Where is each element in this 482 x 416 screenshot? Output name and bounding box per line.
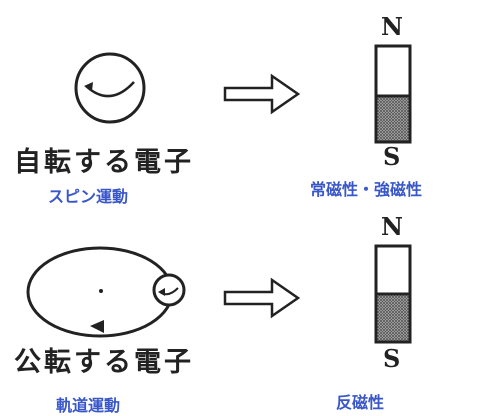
diamagnetism-label: 反磁性 <box>336 393 385 412</box>
spin-motion-label: スピン運動 <box>48 187 129 206</box>
orbital-motion-label: 軌道運動 <box>56 396 121 415</box>
orbiting-electron-icon <box>26 246 186 338</box>
bar-magnet-icon <box>374 244 412 344</box>
right-arrow-icon <box>223 277 301 319</box>
magnet-south-label: S <box>383 344 401 373</box>
spinning-electron-icon <box>74 52 146 124</box>
magnet-south-label: S <box>383 142 401 171</box>
right-arrow-icon <box>223 73 301 115</box>
magnet-north-label: N <box>381 12 403 41</box>
orbiting-electron-label: 公転する電子 <box>14 347 194 378</box>
paramagnetism-ferromagnetism-label: 常磁性・強磁性 <box>310 180 423 199</box>
spinning-electron-label: 自転する電子 <box>14 147 194 178</box>
magnet-north-label: N <box>381 212 403 241</box>
bar-magnet-icon <box>374 44 412 144</box>
